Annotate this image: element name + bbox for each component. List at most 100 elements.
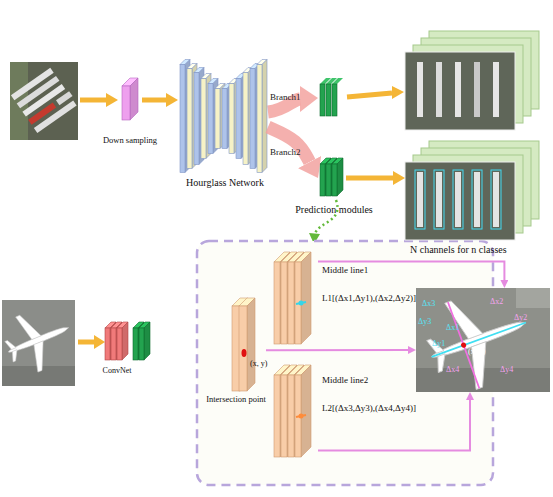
yellow-arrow <box>78 340 94 345</box>
output-airplane-image-shape <box>416 279 542 400</box>
yellow-arrow <box>80 98 106 103</box>
feature-map-block-shape <box>232 298 255 391</box>
prediction-module-block-shape <box>337 158 343 196</box>
hourglass-network-shape <box>257 65 262 173</box>
node-label: Δy3 <box>418 318 431 327</box>
feature-map-block: Middle line2L2[(Δx3,Δy3),(Δx4,Δy4)] <box>272 365 318 460</box>
convnet-block-shape <box>133 328 138 360</box>
output-heatmap-stack-shape <box>455 172 461 227</box>
output-heatmap-stack <box>405 31 539 130</box>
prediction-module-block <box>326 84 331 116</box>
node-label: Δy1 <box>432 340 445 349</box>
node-label: L1[(Δx1,Δy1),(Δx2,Δy2)] <box>322 294 416 304</box>
downsampling-block-shape <box>118 78 142 122</box>
prediction-module-block <box>320 84 325 116</box>
node-label: Intersection point <box>206 395 266 404</box>
feature-map-block-shape <box>239 306 247 391</box>
output-heatmap-stack-shape <box>474 172 480 227</box>
yellow-arrow <box>106 93 118 107</box>
downsampling-block: Down sampling <box>118 78 142 122</box>
connector-arrow <box>318 400 470 451</box>
node-label: Hourglass Network <box>186 177 264 188</box>
feature-map-block-shape <box>299 414 304 419</box>
prediction-module-block-shape <box>318 158 346 198</box>
hourglass-network: Hourglass Network <box>178 58 268 173</box>
convnet-block-shape <box>105 328 110 360</box>
yellow-arrow <box>94 335 105 349</box>
feature-map-block-shape <box>272 365 318 460</box>
hourglass-network-shape <box>194 73 199 165</box>
node-label: (x, y) <box>250 360 267 369</box>
downsampling-block-shape <box>122 78 138 120</box>
feature-map-block-shape <box>274 262 280 344</box>
output-airplane-image: Δx3Δy3Δx1Δy1Δx2Δy2(x, y)Δx4Δy4 <box>416 288 550 392</box>
node-label: Middle line2 <box>322 376 368 386</box>
feature-map-block-shape <box>281 262 287 344</box>
node-label: Down sampling <box>103 136 157 145</box>
node-label: (x, y) <box>468 348 485 357</box>
yellow-arrow <box>78 335 105 349</box>
output-heatmap-stack-shape <box>491 170 501 229</box>
node-label: Δy2 <box>514 314 527 323</box>
prediction-module-block-shape <box>332 164 337 196</box>
feature-map-block-shape <box>281 375 287 457</box>
input-airplane-image <box>16 311 54 372</box>
downsampling-block-shape <box>122 86 130 120</box>
output-heatmap-stack <box>474 62 480 117</box>
prediction-module-block <box>332 84 337 116</box>
output-heatmap-stack-shape <box>436 172 442 227</box>
connector-arrow <box>142 97 166 102</box>
node-label: Middle line1 <box>322 266 368 276</box>
node-label: Δx3 <box>422 300 435 309</box>
feature-map-block: Middle line1L1[(Δx1,Δy1),(Δx2,Δy2)] <box>272 252 318 347</box>
yellow-arrow <box>80 93 118 107</box>
prediction-module-block <box>332 78 343 84</box>
input-satellite-image <box>10 62 78 140</box>
input-airplane-image <box>5 338 21 361</box>
feature-map-block-shape <box>247 298 255 391</box>
convnet-block-shape <box>122 322 128 360</box>
prediction-module-block-shape <box>320 164 325 196</box>
output-heatmap-stack <box>455 62 461 117</box>
feature-map-block-shape <box>288 375 294 457</box>
input-satellite-image <box>10 62 78 140</box>
hourglass-network-shape <box>250 69 255 169</box>
connector-arrow <box>268 127 310 162</box>
yellow-arrow <box>392 86 404 99</box>
input-satellite-image <box>34 100 77 132</box>
hourglass-network-shape <box>215 89 220 149</box>
output-heatmap-stack-shape <box>405 162 515 240</box>
hourglass-network-shape <box>262 60 267 173</box>
output-heatmap-stack-shape <box>434 170 444 229</box>
input-satellite-image <box>11 67 78 133</box>
convnet-block: ConvNet <box>105 322 157 364</box>
yellow-arrow <box>347 86 404 99</box>
feature-map-block-shape <box>288 262 294 344</box>
node-label: Δx4 <box>446 366 459 375</box>
convnet-block-shape <box>139 328 144 360</box>
feature-map-block-shape <box>242 349 247 357</box>
feature-map-block-shape <box>301 252 311 344</box>
hourglass-network-shape <box>201 79 206 159</box>
hourglass-network-shape <box>208 84 213 154</box>
feature-map-block-shape <box>274 375 280 457</box>
connector-arrow <box>346 176 393 181</box>
connector-arrow <box>318 262 504 281</box>
feature-map-block: (x, y)Intersection point <box>230 298 266 393</box>
node-label: Prediction modules <box>295 204 373 215</box>
node-label: Δx2 <box>490 298 503 307</box>
input-airplane-image <box>2 300 75 386</box>
node-label: Δy4 <box>500 366 513 375</box>
convnet-block-shape <box>111 328 116 360</box>
output-heatmap-stack <box>417 62 423 117</box>
output-airplane-image-shape <box>448 302 479 388</box>
convnet-block-shape <box>110 322 116 360</box>
output-heatmap-stack-shape <box>472 170 482 229</box>
convnet-block-shape <box>144 322 150 360</box>
output-heatmap-stack-shape <box>405 140 545 240</box>
output-heatmap-stack <box>405 52 515 130</box>
feature-map-block-shape <box>230 298 266 393</box>
node-label: N channels for n classes <box>410 244 507 255</box>
